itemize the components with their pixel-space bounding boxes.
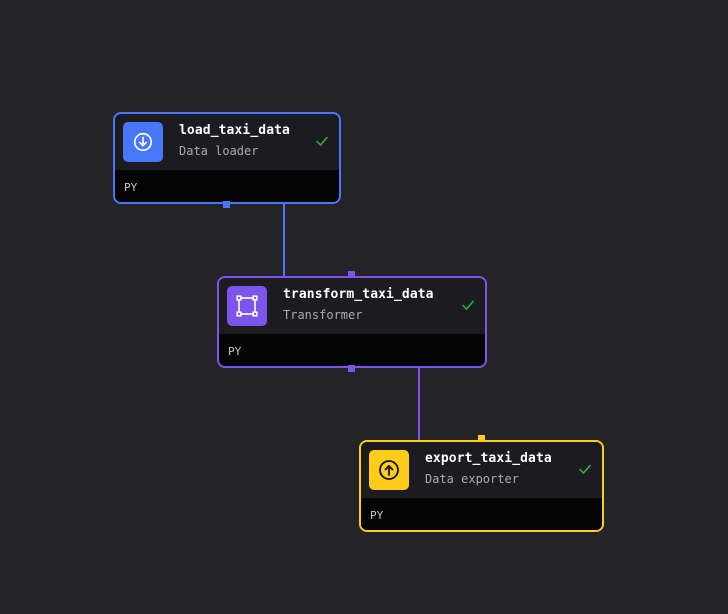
block-transform-taxi-data[interactable]: transform_taxi_data Transformer PY [217,276,487,368]
block-header: export_taxi_data Data exporter [361,442,602,498]
block-header: load_taxi_data Data loader [115,114,339,170]
check-icon [579,464,591,474]
block-language: PY [115,170,339,202]
output-port-transform-taxi-data[interactable] [348,365,355,372]
check-icon [316,136,328,146]
block-load-taxi-data[interactable]: load_taxi_data Data loader PY [113,112,341,204]
block-language: PY [361,498,602,530]
block-export-taxi-data[interactable]: export_taxi_data Data exporter PY [359,440,604,532]
block-type-label: Data exporter [425,472,519,486]
block-language: PY [219,334,485,366]
arrow-down-circle-icon [123,122,163,162]
output-port-load-taxi-data[interactable] [223,201,230,208]
arrow-up-circle-icon [369,450,409,490]
block-title: load_taxi_data [179,123,290,138]
block-title: transform_taxi_data [283,287,434,302]
block-type-label: Data loader [179,144,259,158]
check-icon [462,300,474,310]
input-port-transform-taxi-data[interactable] [348,271,355,278]
block-header: transform_taxi_data Transformer [219,278,485,334]
frame-nodes-icon [227,286,267,326]
input-port-export-taxi-data[interactable] [478,435,485,442]
block-title: export_taxi_data [425,451,552,466]
block-type-label: Transformer [283,308,363,322]
